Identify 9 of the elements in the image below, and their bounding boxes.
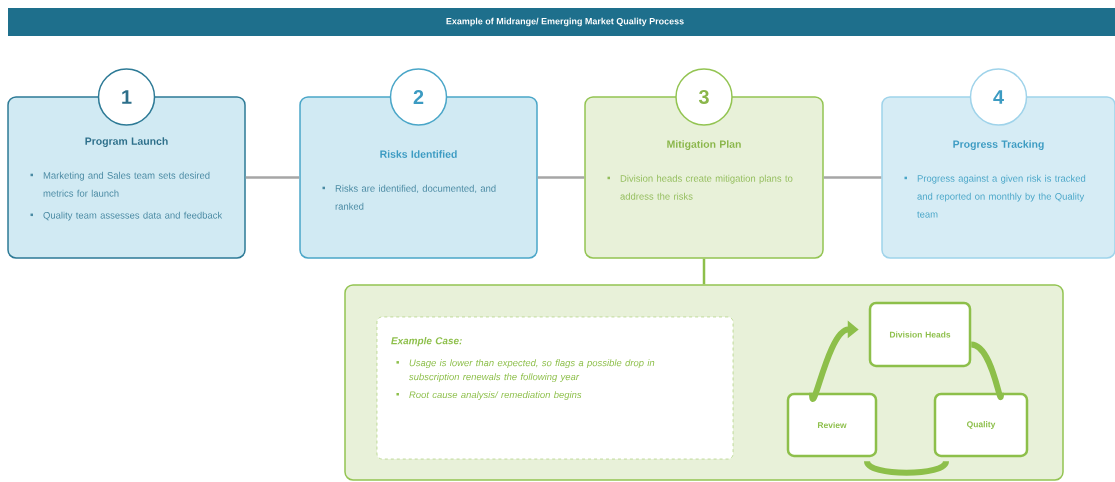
example-card: Example Case: Usage is lower than expected, so flags a possible drop in subscription renewals the following year Root cause analysis/ remediation begins	[376, 316, 734, 460]
cycle-step-box: Review	[786, 392, 878, 458]
cycle-step-box: Quality	[933, 392, 1029, 458]
cycle-step-box: Division Heads	[868, 301, 972, 368]
connector-line	[702, 258, 706, 285]
connector-line	[537, 176, 585, 179]
connector-line	[245, 176, 300, 179]
title-banner: Example of Midrange/ Emerging Market Quality Process	[8, 8, 1115, 36]
connector-line	[823, 176, 882, 179]
